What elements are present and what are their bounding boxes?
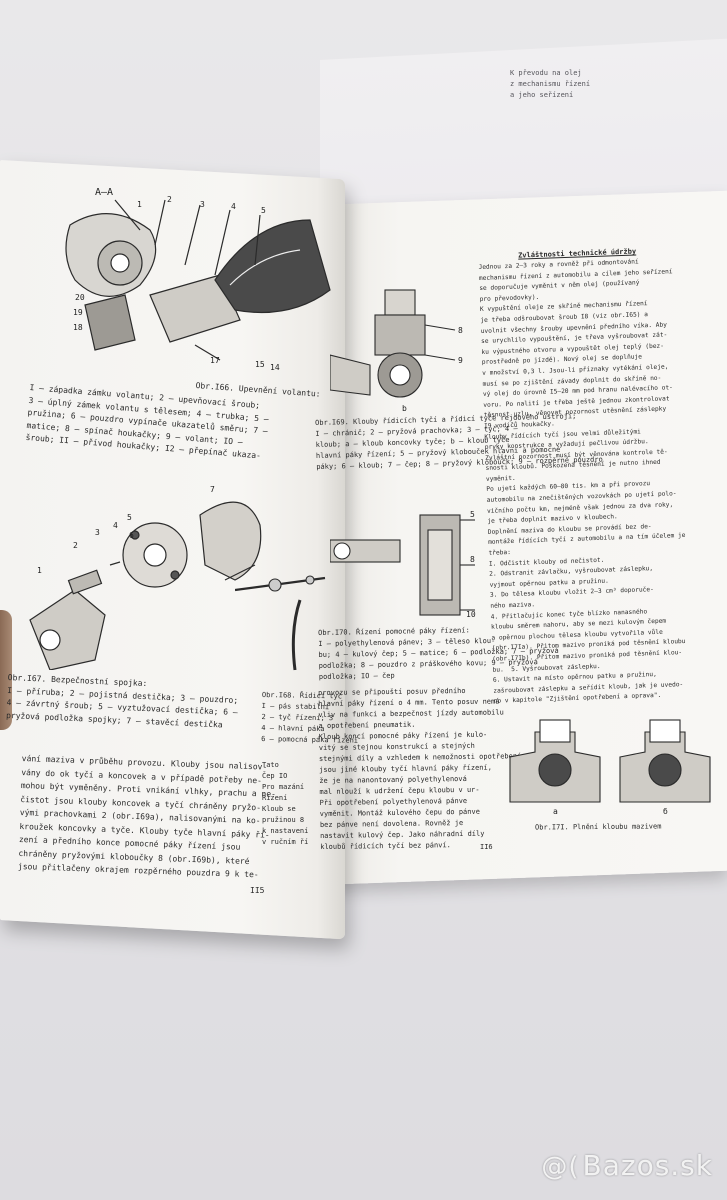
svg-text:18: 18 <box>73 323 83 332</box>
figure-166-drawing: A–A 1 2 3 4 5 20 19 18 17 15 14 <box>65 187 331 372</box>
figure-170-drawing: 5 8 10 <box>330 510 476 619</box>
right-page-column-2: Zvláštnosti technické údržby Jednou za 2… <box>478 245 691 708</box>
svg-text:8: 8 <box>458 326 463 335</box>
gutter-text: Tato Čep IO Pro mazání Řízení Kloub se p… <box>262 760 308 848</box>
svg-text:8: 8 <box>470 555 475 564</box>
svg-text:19: 19 <box>73 308 83 317</box>
gutter-line: Řízení <box>262 794 288 802</box>
right-page-number: II6 <box>480 843 493 851</box>
svg-text:3: 3 <box>200 200 205 209</box>
svg-text:10: 10 <box>466 610 476 619</box>
svg-text:17: 17 <box>210 356 220 365</box>
underlying-page-text: K převodu na olej z mechanismu řízení a … <box>510 68 590 101</box>
left-page-number: II5 <box>250 886 265 895</box>
svg-text:7: 7 <box>210 485 215 494</box>
watermark-text: Bazos.sk <box>582 1149 713 1182</box>
svg-text:4: 4 <box>113 521 118 530</box>
svg-text:4: 4 <box>231 202 236 211</box>
figure-167-drawing: 1 2 3 45 6 7 <box>29 485 262 670</box>
svg-text:6: 6 <box>129 531 134 540</box>
svg-text:1: 1 <box>137 200 142 209</box>
figure-167-caption-block: Obr.I67. Bezpečnostní spojka: I – přírub… <box>6 672 239 732</box>
svg-text:5: 5 <box>470 510 475 519</box>
figure-171-caption: Obr.I7I. Plnění kloubu mazivem <box>534 822 662 832</box>
svg-text:3: 3 <box>95 528 100 537</box>
figure-171-drawing: a б <box>509 719 711 816</box>
watermark: @(Bazos.sk <box>541 1149 713 1182</box>
gutter-line: k nastavení <box>262 827 309 835</box>
under-line: a jeho seřízení <box>510 91 574 99</box>
svg-text:15: 15 <box>255 360 265 369</box>
gutter-line: v ručním ří <box>262 838 309 846</box>
gutter-line: pružinou 8 <box>262 816 305 824</box>
under-line: K převodu na olej <box>510 69 582 77</box>
at-sign-icon: @( <box>541 1152 580 1182</box>
gutter-line: Kloub se <box>262 805 296 813</box>
svg-text:b: b <box>402 404 407 413</box>
svg-text:б: б <box>663 806 668 816</box>
svg-text:a: a <box>553 807 558 816</box>
svg-text:2: 2 <box>167 195 172 204</box>
section-label: A–A <box>95 187 113 198</box>
figure-168-drawing <box>235 575 326 671</box>
gutter-line: Čep IO <box>262 772 288 780</box>
svg-text:14: 14 <box>270 363 280 372</box>
gutter-line: Tato <box>262 761 279 769</box>
figure-169-drawing: 8 9 b <box>330 289 463 413</box>
svg-text:5: 5 <box>261 206 266 215</box>
svg-text:20: 20 <box>75 293 85 302</box>
under-line: z mechanismu řízení <box>510 80 591 88</box>
svg-text:9: 9 <box>458 356 463 365</box>
hand-holding-page <box>0 610 12 730</box>
svg-text:1: 1 <box>37 566 42 575</box>
gutter-line: Pro mazání <box>262 783 305 791</box>
svg-text:2: 2 <box>73 541 78 550</box>
svg-text:5: 5 <box>127 513 132 522</box>
left-page-body-text: vání maziva v průběhu provozu. Klouby js… <box>18 752 277 882</box>
right-page-column-1: provozu se připouští posuv předního hlav… <box>318 685 523 853</box>
